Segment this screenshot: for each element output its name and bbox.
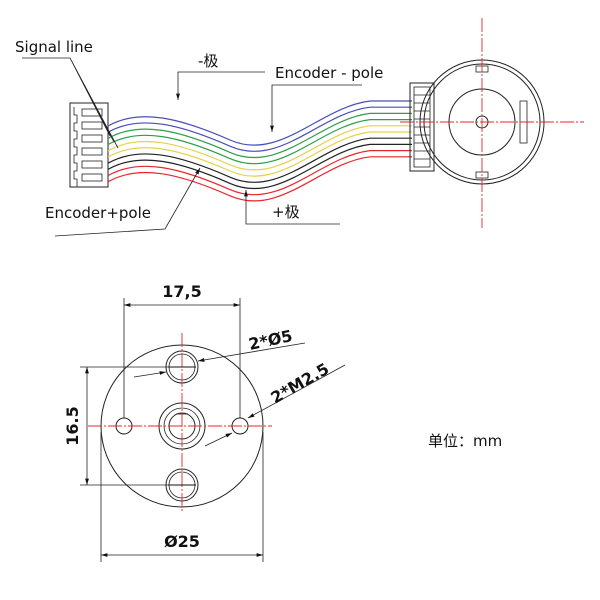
top-view: Signal line -极 Encoder - pole +极 Encoder… xyxy=(15,18,584,237)
wire xyxy=(107,131,412,177)
wire xyxy=(107,100,412,146)
diameter-dimension-text: Ø25 xyxy=(164,532,200,551)
minus-pole-leader xyxy=(176,71,265,100)
encoder-plus-leader xyxy=(54,167,201,237)
bottom-view: 17,5 16.5 Ø25 2*Ø5 2*M2.5 xyxy=(63,282,346,562)
plus-pole-label: +极 xyxy=(272,203,300,221)
wire xyxy=(107,143,412,190)
wire xyxy=(107,119,412,165)
thread-leader-right xyxy=(247,364,346,419)
encoder-minus-label: Encoder - pole xyxy=(275,64,383,82)
encoder-plus-label: Encoder+pole xyxy=(45,204,151,222)
left-connector xyxy=(69,102,109,188)
thread-leader-left xyxy=(204,432,233,447)
height-extension-lines xyxy=(80,366,170,486)
wire xyxy=(107,156,412,202)
signal-line-leader xyxy=(22,57,119,149)
diameter-extension-lines xyxy=(100,432,264,562)
hole-callout-text: 2*Ø5 xyxy=(247,326,294,354)
bottom-centerlines xyxy=(88,333,272,512)
wire xyxy=(107,106,412,152)
wire xyxy=(107,150,412,196)
minus-pole-label: -极 xyxy=(198,52,218,70)
top-centerlines xyxy=(400,18,584,228)
ribbon-cable xyxy=(107,100,412,202)
hole-leader-left xyxy=(133,371,167,378)
thread-callout-text: 2*M2.5 xyxy=(268,359,333,407)
unit-label: 单位：mm xyxy=(428,432,502,450)
wire xyxy=(107,125,412,171)
right-connector xyxy=(409,82,435,172)
height-dimension-text: 16.5 xyxy=(63,406,82,445)
plus-pole-leader xyxy=(244,190,340,225)
signal-line-label: Signal line xyxy=(15,38,93,56)
width-extension-lines xyxy=(123,298,241,418)
hole-leader-right xyxy=(197,342,306,362)
encoder-minus-leader xyxy=(270,84,362,132)
wire xyxy=(107,112,412,159)
width-dimension-text: 17,5 xyxy=(162,282,201,301)
wire xyxy=(107,137,412,183)
